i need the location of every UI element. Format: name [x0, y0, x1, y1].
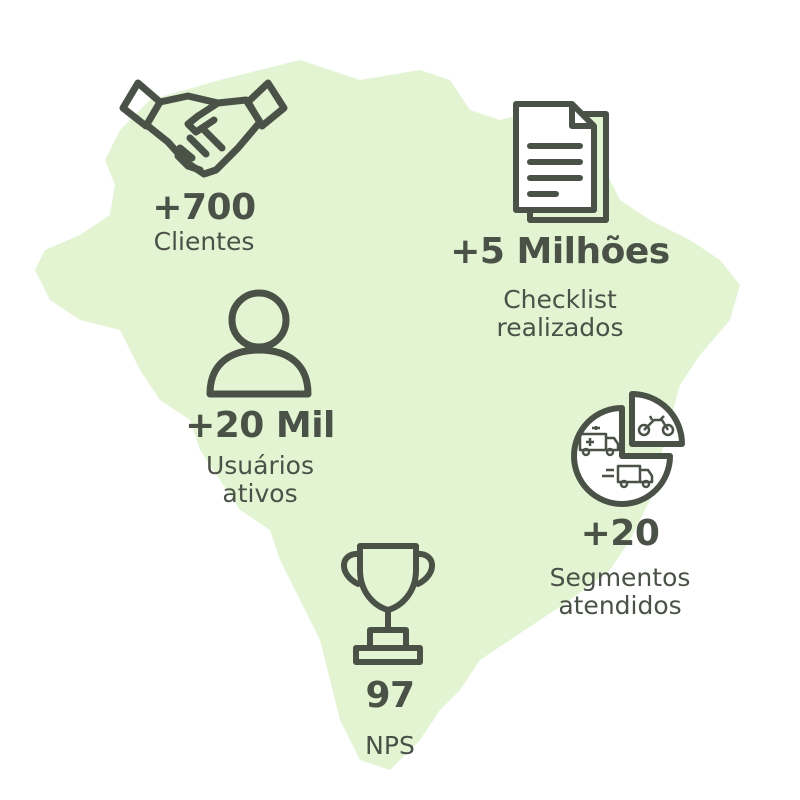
user-icon [204, 288, 314, 400]
stat-clients: +700 Clientes [104, 188, 304, 256]
stat-checklists-label-2: realizados [496, 313, 624, 342]
stat-checklists: +5 Milhões Checklist realizados [420, 232, 700, 342]
handshake-icon [118, 78, 290, 182]
stat-checklists-value: +5 Milhões [450, 231, 670, 272]
stat-clients-label: Clientes [153, 227, 255, 256]
stat-segments: +20 Segmentos atendidos [510, 514, 730, 620]
stat-nps-label: NPS [365, 731, 415, 760]
stat-users-label-2: ativos [222, 479, 298, 508]
stat-users-label-1: Usuários [205, 451, 315, 480]
stat-clients-value: +700 [152, 187, 256, 228]
stat-segments-value: +20 [580, 513, 660, 554]
stat-nps: 97 NPS [290, 676, 490, 760]
stat-checklists-label-1: Checklist [503, 285, 617, 314]
trophy-icon [336, 540, 440, 668]
stat-segments-label-2: atendidos [558, 591, 682, 620]
stat-segments-label-1: Segmentos [549, 563, 691, 592]
pie-vehicles-icon [566, 390, 690, 510]
stat-users-value: +20 Mil [185, 405, 335, 446]
document-icon [510, 100, 614, 226]
stat-nps-value: 97 [365, 675, 415, 716]
stat-users: +20 Mil Usuários ativos [150, 406, 370, 508]
brazil-map-shape [35, 60, 740, 770]
